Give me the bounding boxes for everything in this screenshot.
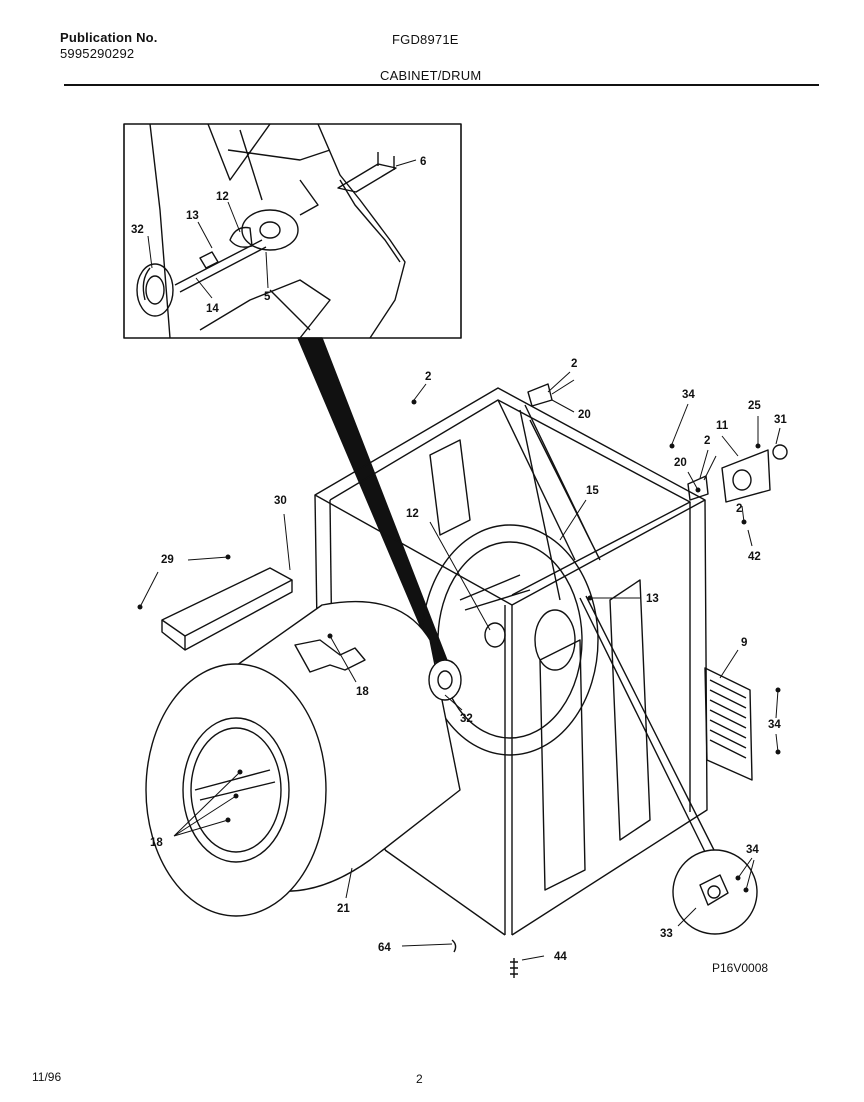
callout-33: 33 [660,928,673,940]
drawing-code: P16V0008 [712,961,768,975]
callout-29: 29 [161,554,174,566]
rear-bulkhead [421,524,599,756]
callout-44: 44 [554,951,567,963]
vent-grille [704,667,753,781]
callout-64: 64 [378,942,391,954]
callout-labels: 6 12 13 32 14 5 2 2 20 34 25 31 11 2 20 … [131,156,787,975]
callout-5: 5 [264,291,271,303]
publication-number: 5995290292 [60,46,135,61]
screw-44 [510,958,518,978]
zoom-wedge-bottom [579,595,717,859]
leader-lines [139,159,781,961]
callout-20a: 20 [578,409,591,421]
detail-circle [672,849,758,935]
callout-9: 9 [741,637,747,649]
section-title: CABINET/DRUM [380,68,482,83]
callout-31: 31 [774,414,787,426]
header-rule [64,84,819,86]
callout-25: 25 [748,400,761,412]
inset-detail [123,123,462,339]
callout-2d: 2 [736,503,742,515]
callout-18b: 18 [150,837,163,849]
publication-label: Publication No. [60,30,158,45]
callout-32a: 32 [131,224,144,236]
callout-2b: 2 [571,358,577,370]
callout-13b: 13 [646,593,659,605]
bracket-20b [687,475,709,501]
callout-18a: 18 [356,686,369,698]
footer-date: 11/96 [32,1070,62,1084]
callout-2c: 2 [704,435,710,447]
callout-12b: 12 [406,508,419,520]
callout-14: 14 [206,303,219,315]
switch-bracket [721,444,788,503]
clip-64 [451,939,457,953]
callout-30: 30 [274,495,287,507]
callout-32b: 32 [460,713,473,725]
bracket-20a [527,383,553,407]
callout-20b: 20 [674,457,687,469]
callout-13a: 13 [186,210,199,222]
callout-21: 21 [337,903,350,915]
callout-34b: 34 [768,719,781,731]
callout-2a: 2 [425,371,431,383]
cabinet-frame [314,387,708,936]
callout-15: 15 [586,485,599,497]
front-top-panel [161,567,293,651]
callout-6: 6 [420,156,426,168]
callout-34c: 34 [746,844,759,856]
callout-11: 11 [716,420,729,432]
callout-12a: 12 [216,191,229,203]
page-number: 2 [416,1072,423,1086]
drum [145,600,462,917]
callout-34a: 34 [682,389,695,401]
fastener-dots [137,399,781,893]
model-number: FGD8971E [392,32,459,47]
callout-42: 42 [748,551,761,563]
